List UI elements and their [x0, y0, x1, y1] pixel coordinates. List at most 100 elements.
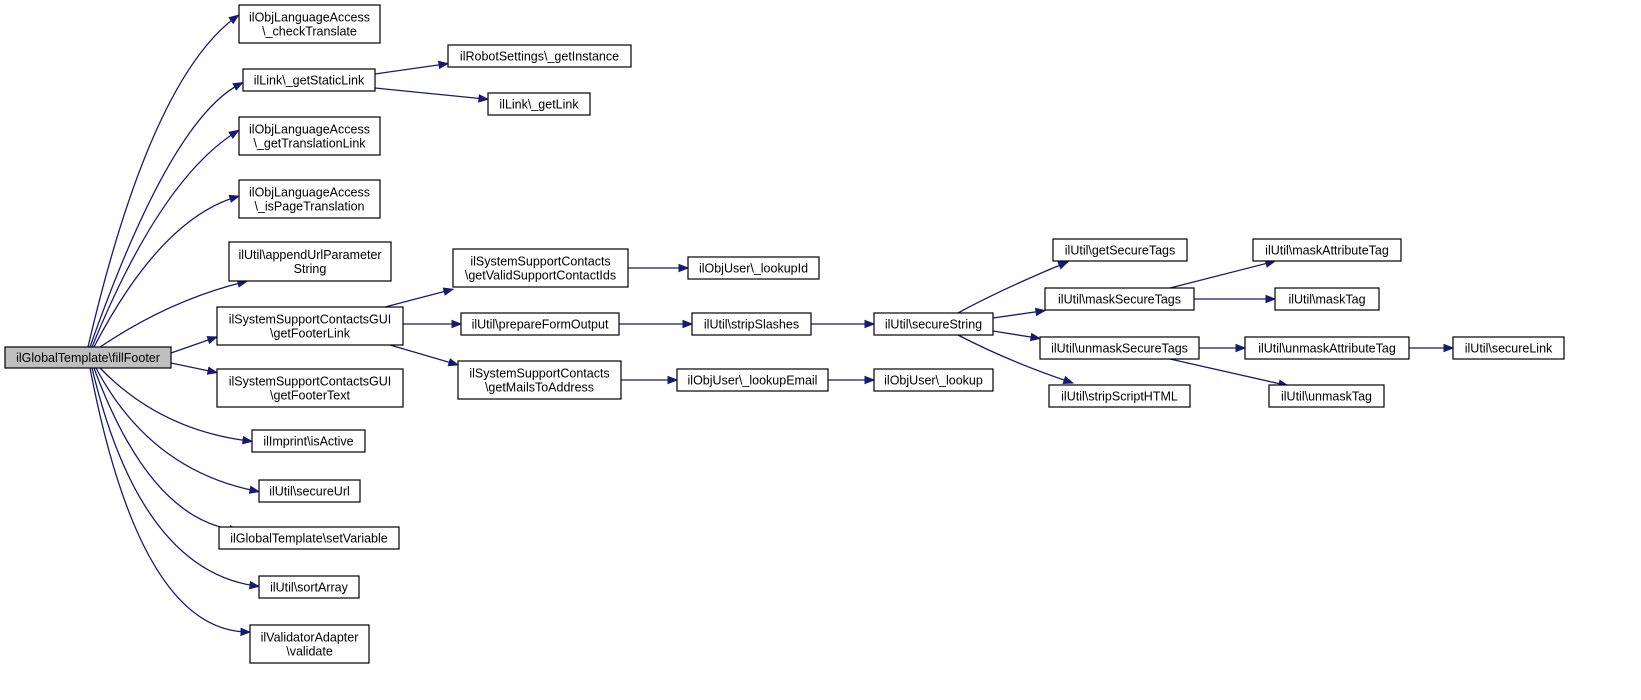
- edge-getFooterLink-to-getMailsToAddress: [389, 344, 460, 367]
- node-secureUrl[interactable]: ilUtil\secureUrl: [258, 479, 361, 503]
- node-label: ilLink\_getLink: [499, 98, 579, 112]
- node-label: ilSystemSupportContacts: [470, 255, 610, 269]
- node-maskAttributeTag[interactable]: ilUtil\maskAttributeTag: [1252, 238, 1402, 262]
- node-label: ilUtil\unmaskTag: [1281, 390, 1372, 404]
- node-label: ilObjUser\_lookup: [884, 374, 983, 388]
- node-getValidSupportContactIds[interactable]: ilSystemSupportContacts\getValidSupportC…: [452, 248, 629, 288]
- node-label: ilSystemSupportContactsGUI: [229, 313, 392, 327]
- node-label: ilUtil\sortArray: [270, 581, 349, 595]
- node-lookup[interactable]: ilObjUser\_lookup: [873, 368, 994, 392]
- edge-root-to-secureUrl: [95, 367, 261, 494]
- node-label: ilUtil\stripSlashes: [704, 318, 799, 332]
- node-label: ilObjUser\_lookupEmail: [688, 374, 818, 388]
- node-lookupId[interactable]: ilObjUser\_lookupId: [687, 256, 820, 280]
- edge-root-to-getStaticLink: [89, 81, 244, 348]
- node-label: ilObjUser\_lookupId: [699, 262, 808, 276]
- node-label: ilUtil\prepareFormOutput: [472, 318, 609, 332]
- edge-root-to-getFooterText: [170, 362, 219, 375]
- node-isPageTranslation[interactable]: ilObjLanguageAccess\_isPageTranslation: [238, 179, 381, 219]
- edge-secureString-to-stripScriptHTML: [957, 334, 1075, 384]
- node-label: ilObjLanguageAccess: [249, 11, 370, 25]
- node-label: \_isPageTranslation: [254, 200, 364, 214]
- edge-getValidSupportContactIds-to-lookupId: [628, 263, 690, 273]
- node-label: \getFooterLink: [270, 327, 351, 341]
- node-label: \getValidSupportContactIds: [465, 269, 616, 283]
- node-getMailsToAddress[interactable]: ilSystemSupportContacts\getMailsToAddres…: [457, 360, 622, 400]
- edge-maskSecureTags-to-maskAttributeTag: [1169, 259, 1277, 289]
- node-getFooterText[interactable]: ilSystemSupportContactsGUI\getFooterText: [216, 368, 404, 408]
- edge-getStaticLink-to-robotGetInstance: [374, 60, 450, 75]
- node-label: ilUtil\maskTag: [1288, 293, 1365, 307]
- edge-prepareFormOutput-to-stripSlashes: [619, 319, 694, 329]
- node-prepareFormOutput[interactable]: ilUtil\prepareFormOutput: [460, 312, 620, 336]
- edge-lookupEmail-to-lookup: [828, 375, 876, 385]
- node-label: \_getTranslationLink: [253, 137, 366, 151]
- edge-unmaskSecureTags-to-unmaskTag: [1169, 358, 1290, 388]
- node-maskTag[interactable]: ilUtil\maskTag: [1274, 287, 1380, 311]
- node-label: ilUtil\unmaskSecureTags: [1051, 342, 1188, 356]
- edge-secureString-to-unmaskSecureTags: [992, 330, 1042, 342]
- node-label: ilUtil\secureLink: [1465, 342, 1553, 356]
- node-label: ilObjLanguageAccess: [249, 186, 370, 200]
- node-getStaticLink[interactable]: ilLink\_getStaticLink: [242, 68, 376, 92]
- node-getLink[interactable]: ilLink\_getLink: [487, 92, 591, 116]
- node-stripScriptHTML[interactable]: ilUtil\stripScriptHTML: [1048, 384, 1191, 408]
- edge-stripSlashes-to-secureString: [811, 319, 876, 329]
- node-imprintIsActive[interactable]: ilImprint\isActive: [251, 429, 366, 453]
- edge-getStaticLink-to-getLink: [374, 87, 490, 103]
- node-label: ilUtil\secureString: [885, 318, 982, 332]
- node-unmaskSecureTags[interactable]: ilUtil\unmaskSecureTags: [1039, 336, 1200, 360]
- node-label: ilUtil\maskSecureTags: [1058, 293, 1181, 307]
- node-setVariable[interactable]: ilGlobalTemplate\setVariable: [218, 526, 400, 550]
- node-label: ilUtil\unmaskAttributeTag: [1258, 342, 1396, 356]
- node-label: ilUtil\stripScriptHTML: [1061, 390, 1178, 404]
- edge-getMailsToAddress-to-lookupEmail: [621, 375, 679, 385]
- node-sortArray[interactable]: ilUtil\sortArray: [258, 575, 360, 599]
- node-getSecureTags[interactable]: ilUtil\getSecureTags: [1052, 238, 1188, 262]
- edge-root-to-checkTranslate: [87, 14, 240, 348]
- node-maskSecureTags[interactable]: ilUtil\maskSecureTags: [1044, 287, 1195, 311]
- edge-root-to-sortArray: [91, 367, 261, 590]
- node-label: ilLink\_getStaticLink: [254, 74, 365, 88]
- node-label: ilImprint\isActive: [263, 435, 353, 449]
- node-unmaskTag[interactable]: ilUtil\unmaskTag: [1268, 384, 1385, 408]
- node-label: \validate: [286, 645, 333, 659]
- edge-getFooterLink-to-getValidSupportContactIds: [384, 287, 455, 308]
- node-validate[interactable]: ilValidatorAdapter\validate: [249, 624, 370, 664]
- node-getTranslationLink[interactable]: ilObjLanguageAccess\_getTranslationLink: [238, 116, 381, 156]
- edge-unmaskSecureTags-to-unmaskAttributeTag: [1199, 343, 1247, 353]
- node-label: ilUtil\getSecureTags: [1065, 244, 1175, 258]
- node-label: ilUtil\maskAttributeTag: [1265, 244, 1389, 258]
- node-lookupEmail[interactable]: ilObjUser\_lookupEmail: [676, 368, 829, 392]
- node-label: ilGlobalTemplate\fillFooter: [16, 351, 160, 365]
- node-label: \_checkTranslate: [262, 25, 357, 39]
- node-label: \getFooterText: [270, 389, 350, 403]
- node-label: ilSystemSupportContacts: [469, 367, 609, 381]
- node-label: ilSystemSupportContactsGUI: [229, 375, 392, 389]
- edge-secureString-to-maskSecureTags: [992, 307, 1047, 319]
- node-unmaskAttributeTag[interactable]: ilUtil\unmaskAttributeTag: [1244, 336, 1410, 360]
- edge-maskSecureTags-to-maskTag: [1194, 294, 1277, 304]
- edge-root-to-validate: [89, 367, 252, 637]
- edge-unmaskAttributeTag-to-secureLink: [1409, 343, 1455, 353]
- node-label: ilValidatorAdapter: [261, 631, 359, 645]
- node-secureString[interactable]: ilUtil\secureString: [873, 312, 994, 336]
- node-root[interactable]: ilGlobalTemplate\fillFooter: [4, 346, 172, 369]
- node-label: ilUtil\secureUrl: [269, 485, 350, 499]
- node-robotGetInstance[interactable]: ilRobotSettings\_getInstance: [447, 44, 632, 68]
- node-label: ilUtil\appendUrlParameter: [238, 248, 381, 262]
- edge-root-to-getTranslationLink: [91, 129, 240, 348]
- node-checkTranslate[interactable]: ilObjLanguageAccess\_checkTranslate: [238, 4, 381, 44]
- edge-getFooterLink-to-prepareFormOutput: [403, 319, 463, 329]
- node-getFooterLink[interactable]: ilSystemSupportContactsGUI\getFooterLink: [216, 306, 404, 346]
- node-secureLink[interactable]: ilUtil\secureLink: [1452, 336, 1565, 360]
- edge-root-to-isPageTranslation: [93, 194, 241, 348]
- edge-root-to-imprintIsActive: [99, 367, 254, 445]
- edge-secureString-to-getSecureTags: [957, 261, 1070, 314]
- node-stripSlashes[interactable]: ilUtil\stripSlashes: [691, 312, 812, 336]
- node-label: ilGlobalTemplate\setVariable: [230, 532, 388, 546]
- node-label: ilObjLanguageAccess: [249, 123, 370, 137]
- node-label: String: [294, 262, 327, 276]
